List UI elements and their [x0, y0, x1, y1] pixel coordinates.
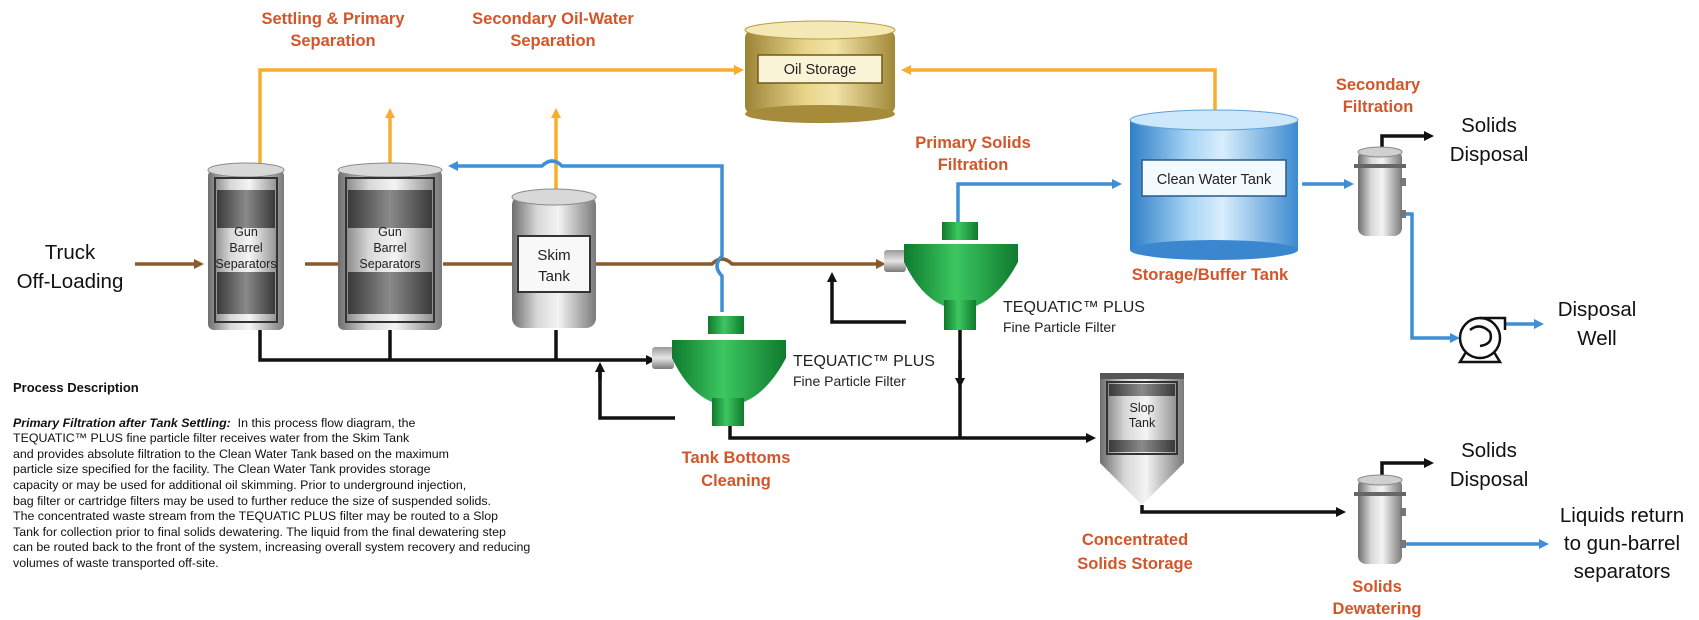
truck-label-1: Truck [45, 241, 96, 264]
description-line-3: and provides absolute filtration to the … [13, 446, 449, 461]
water-cartridge-to-pump [1402, 212, 1460, 343]
dewatering-solids-disposal [1380, 458, 1434, 478]
description-line-10: volumes of waste transported off-site. [13, 555, 219, 570]
filter-lower-sub: Fine Particle Filter [793, 373, 906, 389]
secondary-filtration-label-1: Secondary [1336, 76, 1421, 94]
filter-upper-name: TEQUATIC™ PLUS [1003, 299, 1145, 316]
concentrate-header [728, 425, 1096, 443]
oil-lines [258, 65, 1217, 195]
gun-barrel-1-line1: Gun [234, 225, 258, 239]
tequatic-filter-lower: TEQUATIC™ PLUS Fine Particle Filter [652, 316, 935, 426]
solids-lines [258, 131, 1434, 517]
description-lead: Primary Filtration after Tank Settling: [13, 415, 231, 430]
slop-tank-line1: Slop [1129, 401, 1154, 415]
gun-barrel-1-line3: Separators [215, 257, 276, 271]
stage-labels: Settling & Primary Separation Secondary … [261, 10, 1421, 618]
pump-icon [1457, 316, 1507, 364]
clean-water-tank-label: Clean Water Tank [1157, 172, 1272, 188]
disposal-well-2: Well [1577, 327, 1617, 350]
description-heading: Process Description [13, 380, 139, 395]
concentrated-label-2: Solids Storage [1077, 555, 1193, 573]
oil-storage-label: Oil Storage [784, 62, 857, 78]
oil-storage-tank: Oil Storage [744, 20, 896, 123]
secondary-filtration-label-2: Filtration [1343, 98, 1414, 116]
disposal-well-1: Disposal [1558, 298, 1637, 321]
water-filter-to-clean-tank [956, 179, 1122, 222]
gun-barrel-1-line2: Barrel [229, 241, 262, 255]
lower-filter-recycle [598, 366, 675, 420]
description-line-9: can be routed back to the front of the s… [13, 540, 531, 555]
tank-bottoms-label-2: Cleaning [701, 472, 771, 490]
oil-line-from-clean-water [901, 65, 1217, 118]
truck-label-2: Off-Loading [17, 270, 124, 293]
secondary-ow-label-2: Separation [510, 32, 595, 50]
skim-tank-line1: Skim [537, 247, 570, 264]
water-lines [448, 159, 1549, 549]
slop-tank-line2: Tank [1129, 416, 1156, 430]
concentrated-label-1: Concentrated [1082, 531, 1188, 549]
solids-dewatering-label-1: Solids [1352, 578, 1402, 596]
gun-barrel-separator-1: Gun Barrel Separators [207, 162, 285, 330]
skim-tank: Skim Tank [511, 188, 597, 328]
liquids-return-1: Liquids return [1560, 504, 1684, 527]
tank-bottoms-label-1: Tank Bottoms [682, 449, 791, 467]
clean-water-tank: Clean Water Tank [1129, 109, 1299, 260]
solids-disposal-top-1: Solids [1461, 114, 1517, 137]
liquids-return-3: separators [1574, 560, 1671, 583]
description-line-4: particle size specified for the facility… [13, 462, 431, 477]
cartridge-filter-dewatering [1354, 474, 1406, 564]
slop-tank: Slop Tank [1100, 373, 1184, 505]
gun-barrel-separator-2: Gun Barrel Separators [337, 162, 443, 330]
description-line-7: The concentrated waste stream from the T… [13, 509, 499, 524]
solids-dewatering-label-2: Dewatering [1333, 600, 1422, 618]
solids-disposal-top-2: Disposal [1450, 143, 1529, 166]
description-line-1-text: In this process flow diagram, the [230, 415, 416, 430]
description-line-5: capacity or may be used for additional o… [13, 477, 467, 492]
cartridge-filter-secondary [1354, 146, 1406, 236]
filter-upper-sub: Fine Particle Filter [1003, 319, 1116, 335]
skim-tank-line2: Tank [538, 268, 570, 285]
description-line-2: TEQUATIC™ PLUS fine particle filter rece… [13, 431, 410, 446]
tequatic-filter-upper: TEQUATIC™ PLUS Fine Particle Filter [884, 222, 1145, 335]
storage-buffer-label: Storage/Buffer Tank [1132, 266, 1289, 284]
process-description: Process Description Primary Filtration a… [13, 380, 713, 572]
liquids-return-2: to gun-barrel [1564, 532, 1680, 555]
settling-label-2: Separation [290, 32, 375, 50]
filter-lower-name: TEQUATIC™ PLUS [793, 353, 935, 370]
primary-solids-label-1: Primary Solids [915, 134, 1031, 152]
slop-to-dewatering [1140, 505, 1346, 517]
cartridge-solids-disposal [1380, 131, 1434, 150]
solids-disposal-bottom-2: Disposal [1450, 468, 1529, 491]
secondary-ow-label-1: Secondary Oil-Water [472, 10, 634, 28]
gun-barrel-2-line1: Gun [378, 225, 402, 239]
upper-filter-recycle [827, 272, 906, 324]
primary-solids-label-2: Filtration [938, 156, 1009, 174]
oil-header-line [258, 65, 744, 170]
description-line-1: Primary Filtration after Tank Settling: … [13, 416, 713, 432]
solids-disposal-bottom-1: Solids [1461, 439, 1517, 462]
bottoms-header [258, 330, 656, 365]
water-return-to-gun-barrel [448, 159, 724, 312]
feed-skim-filter-upper [596, 257, 886, 269]
feed-lines [135, 257, 886, 269]
gun-barrel-2-line3: Separators [359, 257, 420, 271]
description-line-6: bag filter or cartridge filters may be u… [13, 493, 491, 508]
gun-barrel-2-line2: Barrel [373, 241, 406, 255]
description-line-8: Tank for collection prior to final solid… [13, 524, 506, 539]
settling-label-1: Settling & Primary [261, 10, 405, 28]
endpoint-labels: Truck Off-Loading Solids Disposal Dispos… [17, 114, 1684, 583]
